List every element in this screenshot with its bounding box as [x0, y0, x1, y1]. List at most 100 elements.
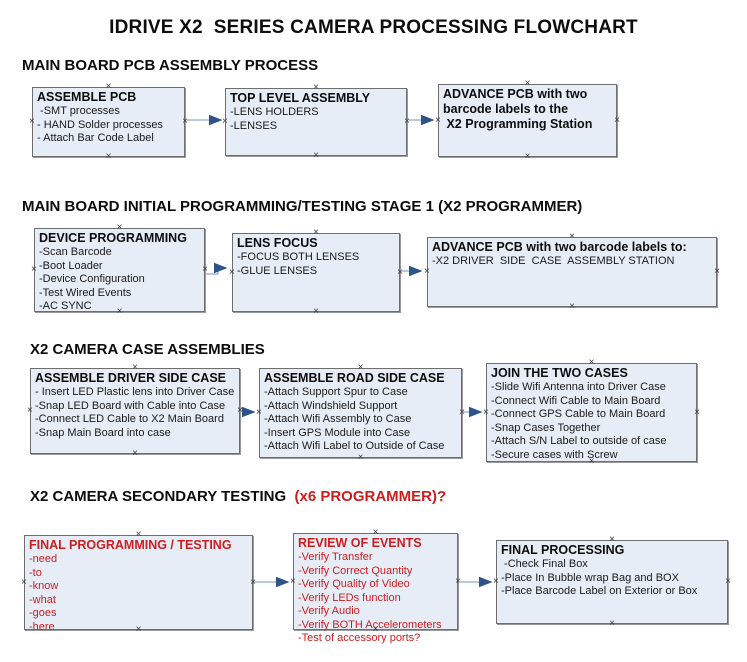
connection-point-icon: ×: [372, 527, 379, 538]
connection-point-icon: ×: [493, 576, 499, 587]
box-title: LENS FOCUS: [237, 236, 318, 250]
box-assemble-pcb: ASSEMBLE PCB -SMT processes - HAND Solde…: [29, 82, 188, 162]
connection-point-icon: ×: [372, 624, 379, 635]
connection-point-icon: ×: [435, 114, 441, 126]
connection-point-icon: ×: [31, 264, 37, 275]
box-advance-pcb-programming-station: ADVANCE PCB with two barcode labels to t…: [435, 79, 620, 162]
box-item: -Attach Windshield Support: [264, 399, 398, 412]
box-item: -Connect LED Cable to X2 Main Board: [35, 413, 224, 425]
connection-point-icon: ×: [135, 529, 142, 540]
connection-point-icon: ×: [455, 575, 461, 587]
box-item: -need: [29, 553, 58, 565]
connection-point-icon: ×: [105, 81, 112, 92]
box-item: -Test of accessory ports?: [298, 632, 421, 644]
box-item: -Snap Cases Together: [491, 421, 601, 434]
box-title: DEVICE PROGRAMMING: [39, 231, 187, 245]
page-title: IDRIVE X2 SERIES CAMERA PROCESSING FLOWC…: [109, 17, 638, 38]
box-item: - Insert LED Plastic lens into Driver Ca…: [35, 386, 235, 398]
connection-point-icon: ×: [588, 456, 595, 467]
connection-point-icon: ×: [222, 116, 228, 127]
connection-point-icon: ×: [524, 151, 531, 162]
connection-point-icon: ×: [105, 151, 112, 162]
connection-point-icon: ×: [714, 266, 720, 277]
section-header-initial-programming: MAIN BOARD INITIAL PROGRAMMING/TESTING S…: [22, 198, 583, 215]
box-item: -X2 DRIVER SIDE CASE ASSEMBLY STATION: [432, 255, 675, 267]
box-item: -Connect Wifi Cable to Main Board: [491, 394, 661, 407]
box-title: ASSEMBLE DRIVER SIDE CASE: [35, 371, 227, 385]
box-item: -GLUE LENSES: [237, 264, 318, 277]
connection-point-icon: ×: [357, 452, 364, 463]
box-title-line: ADVANCE PCB with two: [443, 87, 588, 101]
connection-point-icon: ×: [313, 227, 319, 238]
box-item: -Verify LEDs function: [298, 591, 401, 604]
connection-point-icon: ×: [569, 231, 575, 242]
box-item: -Verify Quality of Video: [298, 578, 410, 590]
box-item: -Slide Wifi Antenna into Driver Case: [491, 381, 666, 393]
connection-point-icon: ×: [424, 266, 430, 277]
box-item: - Attach Bar Code Label: [37, 132, 154, 144]
box-item: -Attach S/N Label to outside of case: [491, 435, 667, 447]
connection-point-icon: ×: [135, 624, 142, 635]
box-item: -Device Configuration: [39, 273, 145, 285]
box-item: -Attach Support Spur to Case: [264, 386, 408, 398]
box-title: ADVANCE PCB with two barcode labels to:: [432, 240, 687, 254]
box-item: -Place Barcode Label on Exterior or Box: [501, 585, 698, 597]
box-title: REVIEW OF EVENTS: [298, 536, 422, 550]
box-item: -here: [29, 620, 55, 633]
box-title: ASSEMBLE PCB: [37, 90, 137, 104]
box-title: ASSEMBLE ROAD SIDE CASE: [264, 371, 445, 385]
connection-point-icon: ×: [357, 362, 364, 373]
box-item: -LENS HOLDERS: [230, 106, 319, 118]
connection-point-icon: ×: [588, 357, 595, 368]
box-title: TOP LEVEL ASSEMBLY: [230, 91, 371, 105]
box-item: -Test Wired Events: [39, 286, 132, 299]
flow-arrow: [206, 262, 228, 275]
box-top-level-assembly: TOP LEVEL ASSEMBLY -LENS HOLDERS -LENSES…: [222, 83, 410, 161]
box-item: -what: [29, 593, 56, 606]
box-item: - HAND Solder processes: [37, 118, 163, 131]
box-final-programming-testing: FINAL PROGRAMMING / TESTING -need -to -k…: [21, 530, 256, 635]
box-title: JOIN THE TWO CASES: [491, 366, 628, 380]
box-title: FINAL PROGRAMMING / TESTING: [29, 538, 232, 552]
box-item: -Check Final Box: [501, 558, 588, 570]
box-item: -Boot Loader: [39, 259, 103, 272]
box-advance-pcb-driver-station: ADVANCE PCB with two barcode labels to: …: [424, 232, 720, 312]
connection-point-icon: ×: [29, 116, 35, 127]
connection-point-icon: ×: [404, 116, 410, 127]
section-header-secondary-testing-red: (x6 PROGRAMMER)?: [286, 488, 447, 505]
box-item: -Verify BOTH Accelerometers: [298, 618, 442, 631]
section-header-pcb-assembly: MAIN BOARD PCB ASSEMBLY PROCESS: [22, 57, 319, 74]
box-item: -Place In Bubble wrap Bag and BOX: [501, 571, 679, 584]
connection-point-icon: ×: [229, 266, 235, 278]
box-item: -to: [29, 566, 42, 579]
box-item: -Verify Correct Quantity: [298, 564, 413, 577]
box-item: -SMT processes: [37, 105, 120, 117]
box-item: -Verify Audio: [298, 605, 360, 617]
box-title-line: X2 Programming Station: [443, 117, 593, 131]
section-header-secondary-testing-black: X2 CAMERA SECONDARY TESTING: [30, 488, 287, 505]
connection-point-icon: ×: [250, 576, 256, 588]
box-lens-focus: LENS FOCUS -FOCUS BOTH LENSES -GLUE LENS…: [229, 228, 403, 317]
box-item: -Snap LED Board with Cable into Case: [35, 399, 226, 412]
connection-point-icon: ×: [132, 362, 138, 373]
connection-point-icon: ×: [116, 306, 123, 317]
connection-point-icon: ×: [459, 407, 465, 418]
connection-point-icon: ×: [21, 576, 27, 588]
box-item: -FOCUS BOTH LENSES: [237, 251, 360, 263]
connection-point-icon: ×: [202, 264, 208, 275]
connection-point-icon: ×: [609, 618, 615, 629]
box-item: -know: [29, 580, 59, 592]
box-item: -Snap Main Board into case: [35, 426, 171, 439]
box-title-line: barcode labels to the: [443, 102, 569, 116]
connection-point-icon: ×: [694, 406, 700, 418]
box-item: -Attach Wifi Label to Outside of Case: [264, 440, 445, 452]
box-item: -AC SYNC: [39, 300, 92, 312]
connection-point-icon: ×: [237, 405, 243, 416]
connection-point-icon: ×: [397, 266, 403, 278]
box-item: -Scan Barcode: [39, 246, 112, 258]
connection-point-icon: ×: [313, 150, 319, 161]
connection-point-icon: ×: [290, 575, 296, 587]
box-item: -Insert GPS Module into Case: [264, 426, 411, 439]
box-item: -Secure cases with Screw: [491, 448, 618, 461]
